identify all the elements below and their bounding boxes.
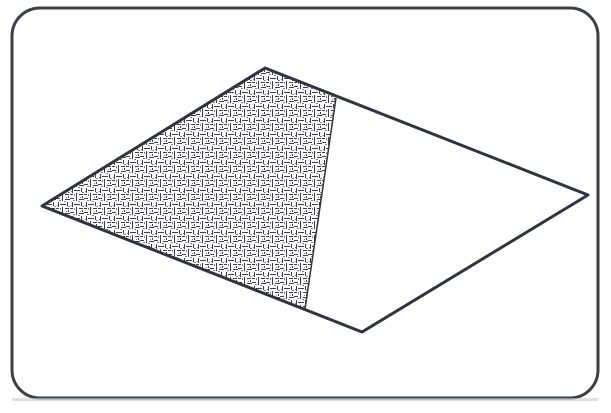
patterned-section — [42, 68, 336, 309]
frame-bottom-shadow — [12, 398, 598, 401]
blank-section — [305, 98, 588, 332]
